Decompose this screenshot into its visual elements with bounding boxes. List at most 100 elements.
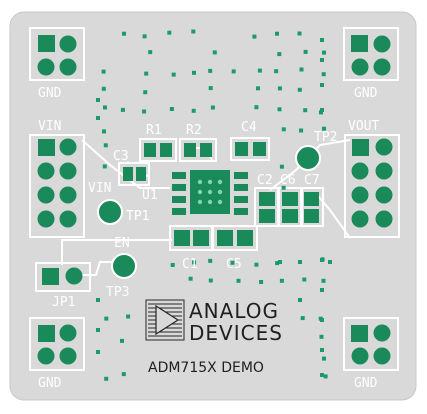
header-pads bbox=[37, 35, 393, 365]
via bbox=[210, 105, 215, 110]
via bbox=[303, 49, 308, 54]
via bbox=[144, 71, 149, 76]
via bbox=[191, 108, 196, 113]
via bbox=[102, 164, 107, 169]
via bbox=[192, 260, 196, 265]
via bbox=[277, 86, 282, 91]
via bbox=[297, 87, 302, 92]
via bbox=[142, 109, 147, 114]
via bbox=[322, 50, 326, 55]
via bbox=[142, 34, 147, 39]
via bbox=[96, 350, 100, 354]
tp1 bbox=[97, 199, 123, 225]
via bbox=[320, 108, 324, 112]
via bbox=[96, 116, 100, 120]
label-tp2: TP2 bbox=[314, 130, 337, 145]
label-gnd-top-right: GND bbox=[354, 86, 378, 101]
vin-header-outline bbox=[29, 134, 85, 238]
via bbox=[323, 374, 328, 379]
logo-line-2: DEVICES bbox=[189, 321, 283, 345]
via bbox=[101, 86, 106, 91]
via bbox=[299, 128, 304, 133]
silkscreen-labels: GND GND GND GND VIN VOUT R1 R2 C4 C3 U1 … bbox=[38, 86, 379, 391]
via bbox=[148, 50, 153, 55]
gnd-br-outline bbox=[343, 317, 399, 371]
label-c3: C3 bbox=[113, 149, 129, 164]
via bbox=[275, 31, 279, 36]
test-points bbox=[97, 145, 321, 279]
via bbox=[302, 277, 307, 282]
via bbox=[278, 260, 282, 264]
label-c1: C1 bbox=[182, 257, 198, 272]
silkscreen-outlines bbox=[29, 27, 400, 371]
via bbox=[320, 318, 324, 322]
smd-pads bbox=[123, 142, 319, 246]
r1-outline bbox=[139, 138, 177, 162]
via bbox=[320, 348, 324, 352]
via bbox=[319, 334, 324, 339]
label-c7: C7 bbox=[304, 173, 320, 188]
via bbox=[104, 316, 109, 321]
via bbox=[321, 72, 326, 77]
via bbox=[298, 260, 302, 264]
via bbox=[274, 69, 279, 74]
via bbox=[167, 30, 172, 35]
tp2 bbox=[295, 145, 321, 171]
via bbox=[281, 127, 286, 132]
c7-outline bbox=[300, 187, 324, 227]
via bbox=[192, 70, 196, 75]
via bbox=[254, 262, 259, 267]
via bbox=[171, 72, 176, 77]
label-jp1: JP1 bbox=[52, 295, 75, 310]
label-r1: R1 bbox=[146, 123, 162, 138]
via bbox=[275, 261, 280, 266]
label-vout-header: VOUT bbox=[348, 119, 379, 134]
via bbox=[279, 164, 284, 169]
label-c6: C6 bbox=[280, 173, 296, 188]
via bbox=[143, 90, 148, 95]
label-gnd-bottom-left: GND bbox=[38, 376, 62, 391]
via bbox=[103, 105, 107, 110]
via bbox=[322, 126, 326, 131]
c3-outline bbox=[118, 162, 150, 186]
via bbox=[277, 107, 282, 112]
via bbox=[169, 107, 174, 111]
via bbox=[104, 376, 109, 381]
via bbox=[299, 67, 304, 72]
r2-outline bbox=[179, 138, 217, 162]
tp3 bbox=[111, 253, 137, 279]
vout-header-outline bbox=[344, 134, 400, 238]
via bbox=[322, 356, 326, 361]
gnd-bl-outline bbox=[29, 317, 85, 371]
via bbox=[208, 258, 213, 263]
via bbox=[298, 298, 302, 302]
via bbox=[320, 288, 324, 292]
via bbox=[208, 68, 213, 73]
via bbox=[297, 31, 302, 36]
via bbox=[300, 316, 305, 321]
via bbox=[320, 58, 324, 62]
via bbox=[320, 258, 324, 262]
u1-thermal-vias bbox=[197, 179, 223, 205]
via bbox=[231, 69, 236, 74]
label-en: EN bbox=[114, 236, 130, 251]
gnd-tl-outline bbox=[29, 27, 85, 81]
via bbox=[191, 29, 196, 34]
via bbox=[257, 68, 262, 73]
label-r2: R2 bbox=[186, 123, 202, 138]
via bbox=[103, 143, 108, 148]
via bbox=[96, 328, 100, 332]
label-tp3: TP3 bbox=[106, 285, 129, 300]
via bbox=[101, 69, 106, 74]
label-c5: C5 bbox=[226, 257, 242, 272]
c4-outline bbox=[230, 137, 270, 161]
via bbox=[321, 278, 326, 283]
via bbox=[328, 260, 332, 264]
via bbox=[102, 129, 106, 134]
via bbox=[120, 107, 125, 112]
gnd-tr-outline bbox=[343, 27, 399, 81]
via bbox=[120, 338, 124, 343]
via bbox=[320, 373, 324, 377]
label-u1: U1 bbox=[142, 188, 158, 203]
